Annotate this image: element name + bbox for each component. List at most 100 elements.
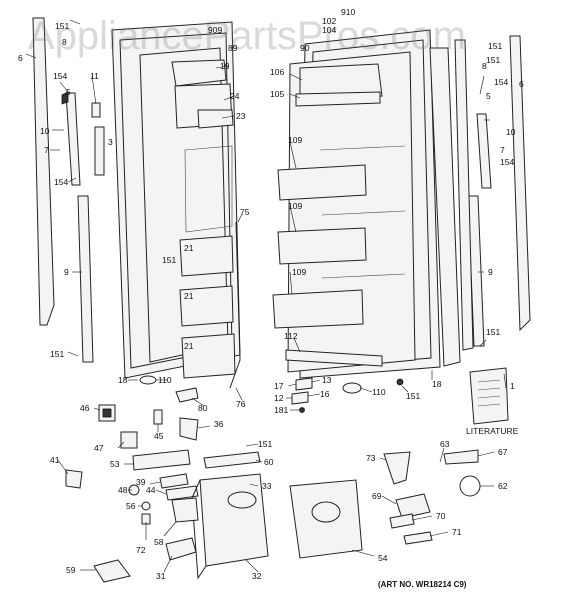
callout-10-left: 10 — [40, 126, 50, 136]
callout-8-left: 8 — [62, 37, 67, 47]
callout-109-b: 109 — [288, 201, 303, 211]
callout-31: 31 — [156, 571, 166, 581]
door-gasket-right-inner — [429, 47, 461, 367]
callout-72: 72 — [136, 545, 146, 555]
handle-trim-3 — [94, 126, 105, 176]
callout-39: 39 — [136, 477, 146, 487]
cap-110b — [342, 382, 362, 394]
door-shelf-109b — [277, 227, 367, 265]
watermark: AppliancePartsPros.com — [28, 14, 466, 58]
callout-6-left: 6 — [18, 53, 23, 63]
handle-left — [65, 92, 81, 186]
callout-109-a: 109 — [288, 135, 303, 145]
callout-58: 58 — [154, 537, 164, 547]
callout-5-right: 5 — [486, 91, 491, 101]
callout-21-a: 21 — [184, 243, 194, 253]
callout-11: 11 — [90, 71, 99, 81]
callout-102: 102 — [322, 16, 337, 26]
callout-90: 90 — [300, 43, 310, 53]
callout-54: 54 — [378, 553, 388, 563]
funnel-73 — [383, 451, 411, 485]
callout-151-b: 151 — [488, 41, 503, 51]
callout-7-right: 7 — [500, 145, 505, 155]
callout-8-right: 8 — [482, 61, 487, 71]
bracket-41 — [65, 469, 83, 489]
callout-7-left: 7 — [44, 145, 49, 155]
callout-12: 12 — [274, 393, 284, 403]
callout-48: 48 — [118, 485, 128, 495]
callout-910: 910 — [341, 7, 356, 17]
callout-151-a: 151 — [55, 21, 70, 31]
callout-76: 76 — [236, 399, 246, 409]
callout-44: 44 — [146, 485, 156, 495]
callout-71: 71 — [452, 527, 462, 537]
callout-154-a: 154 — [53, 71, 68, 81]
part-44 — [165, 485, 199, 501]
callout-9-left: 9 — [64, 267, 69, 277]
hinge-16 — [291, 391, 309, 405]
bracket-67 — [443, 449, 479, 465]
part-69 — [395, 493, 431, 519]
callout-109-c: 109 — [292, 267, 307, 277]
callout-151-d: 151 — [50, 349, 65, 359]
breaker-strip-left — [77, 195, 94, 363]
callout-3: 3 — [108, 137, 113, 147]
callout-21-c: 21 — [184, 341, 194, 351]
callout-46: 46 — [80, 403, 90, 413]
screw-151e — [396, 378, 404, 386]
callout-47: 47 — [94, 443, 104, 453]
part-71 — [403, 531, 433, 545]
hinge-part-11 — [91, 102, 101, 118]
callout-154-c: 154 — [494, 77, 509, 87]
door-shelf-109c — [272, 289, 364, 329]
callout-13: 13 — [322, 375, 332, 385]
door-gasket-right — [509, 35, 531, 332]
callout-154-d: 154 — [500, 157, 515, 167]
ring-62 — [459, 475, 481, 497]
callout-110-a: 110 — [158, 375, 172, 385]
grille-31 — [165, 537, 197, 561]
callout-62: 62 — [498, 481, 508, 491]
callout-59: 59 — [66, 565, 76, 575]
callout-67: 67 — [498, 447, 508, 457]
drip-tray-59 — [93, 559, 131, 583]
callout-16: 16 — [320, 389, 330, 399]
handle-clip-left — [61, 91, 69, 105]
callout-5-left: 5 — [66, 87, 71, 97]
callout-23: 23 — [236, 111, 246, 121]
callout-110-b: 110 — [372, 387, 386, 397]
callout-9-right: 9 — [488, 267, 493, 277]
tube-75 — [229, 221, 241, 389]
callout-73: 73 — [366, 453, 376, 463]
ice-tray-58 — [171, 497, 199, 523]
callout-18-right: 18 — [432, 379, 442, 389]
actuator-36 — [179, 417, 199, 441]
callout-151-h: 151 — [258, 439, 273, 449]
handle-right — [476, 113, 492, 189]
literature-label: LITERATURE — [466, 426, 519, 436]
part-39 — [159, 473, 189, 489]
callout-154-b: 154 — [54, 177, 69, 187]
door-gasket-left — [32, 17, 55, 326]
knob-56 — [141, 501, 151, 511]
callout-60: 60 — [264, 457, 274, 467]
callout-45: 45 — [154, 431, 164, 441]
callout-21-b: 21 — [184, 291, 194, 301]
art-number: (ART NO. WR18214 C9) — [378, 580, 467, 589]
callout-56: 56 — [126, 501, 136, 511]
callout-63: 63 — [440, 439, 450, 449]
leader-lines — [25, 19, 507, 573]
callout-6-right: 6 — [519, 79, 524, 89]
callout-53: 53 — [110, 459, 120, 469]
callout-181: 181 — [274, 405, 289, 415]
ice-container-33 — [199, 473, 269, 567]
module-47 — [120, 431, 138, 449]
callout-32: 32 — [252, 571, 262, 581]
callout-33: 33 — [262, 481, 272, 491]
shelf-trim-112 — [285, 349, 383, 367]
callout-36: 36 — [214, 419, 224, 429]
callout-19: 19 — [220, 61, 230, 71]
part-70 — [389, 513, 415, 529]
callout-41: 41 — [50, 455, 60, 465]
callout-18-left: 18 — [118, 375, 128, 385]
